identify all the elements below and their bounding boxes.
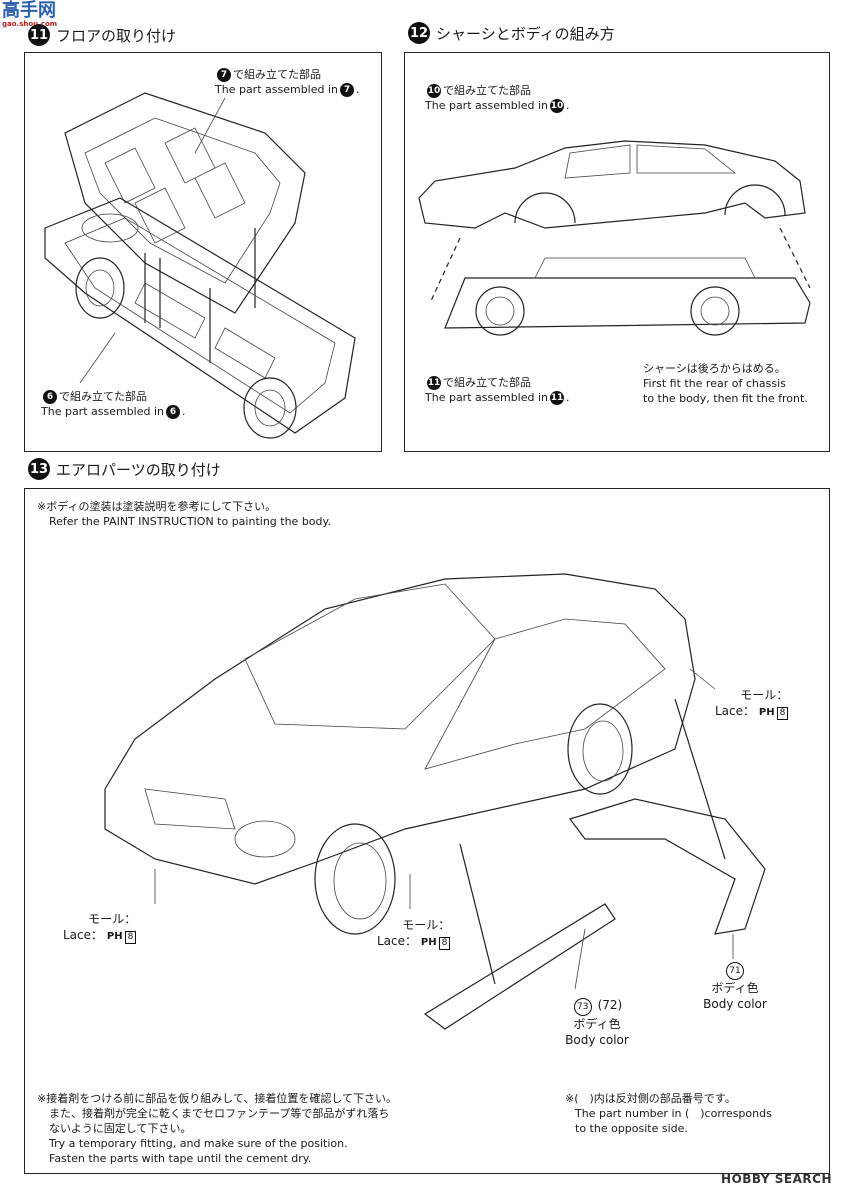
- part-73-72-label: 73 (72) ボディ色 Body color: [565, 998, 629, 1047]
- part-71-badge: 71: [726, 962, 744, 980]
- part-6-badge: 6: [43, 390, 57, 404]
- step-13-title: エアロパーツの取り付け: [56, 460, 221, 479]
- site-logo: 高手网 gao.shou.com: [2, 0, 58, 29]
- part-7-badge: 7: [217, 68, 231, 82]
- aero-parts-illustration: [104, 573, 766, 1030]
- part-11-badge: 11: [427, 376, 441, 390]
- chassis-body-illustration: [418, 140, 811, 336]
- opposite-side-note: ※( )内は反対側の部品番号です。 The part number in ( )…: [565, 1092, 772, 1135]
- step-13-panel: ※ボディの塗装は塗装説明を参考にして下さい。 Refer the PAINT I…: [24, 488, 830, 1174]
- step-13-number: 13: [28, 458, 50, 480]
- step-12-title: シャーシとボディの組み方: [436, 24, 615, 43]
- hobby-search-watermark: HOBBY SEARCH: [721, 1172, 832, 1186]
- step-12-header: 12 シャーシとボディの組み方: [408, 22, 615, 44]
- step-11-title: フロアの取り付け: [56, 26, 177, 45]
- step-11-number: 11: [28, 24, 50, 46]
- part-73-badge: 73: [573, 998, 592, 1016]
- step-12-fit-note: シャーシは後ろからはめる。 First fit the rear of chas…: [643, 362, 808, 405]
- part-71-label: 71 ボディ色 Body color: [695, 961, 775, 1012]
- step-13-header: 13 エアロパーツの取り付け: [28, 458, 221, 480]
- step-12-number: 12: [408, 22, 430, 44]
- paint-note: ※ボディの塗装は塗装説明を参考にして下さい。 Refer the PAINT I…: [37, 500, 331, 528]
- step-11-header: 11 フロアの取り付け: [28, 24, 176, 46]
- floor-assembly-illustration: [44, 92, 356, 439]
- part-10-badge: 10: [427, 84, 441, 98]
- cement-note: ※接着剤をつける前に部品を仮り組みして、接着位置を確認して下さい。 また、接着剤…: [37, 1092, 398, 1165]
